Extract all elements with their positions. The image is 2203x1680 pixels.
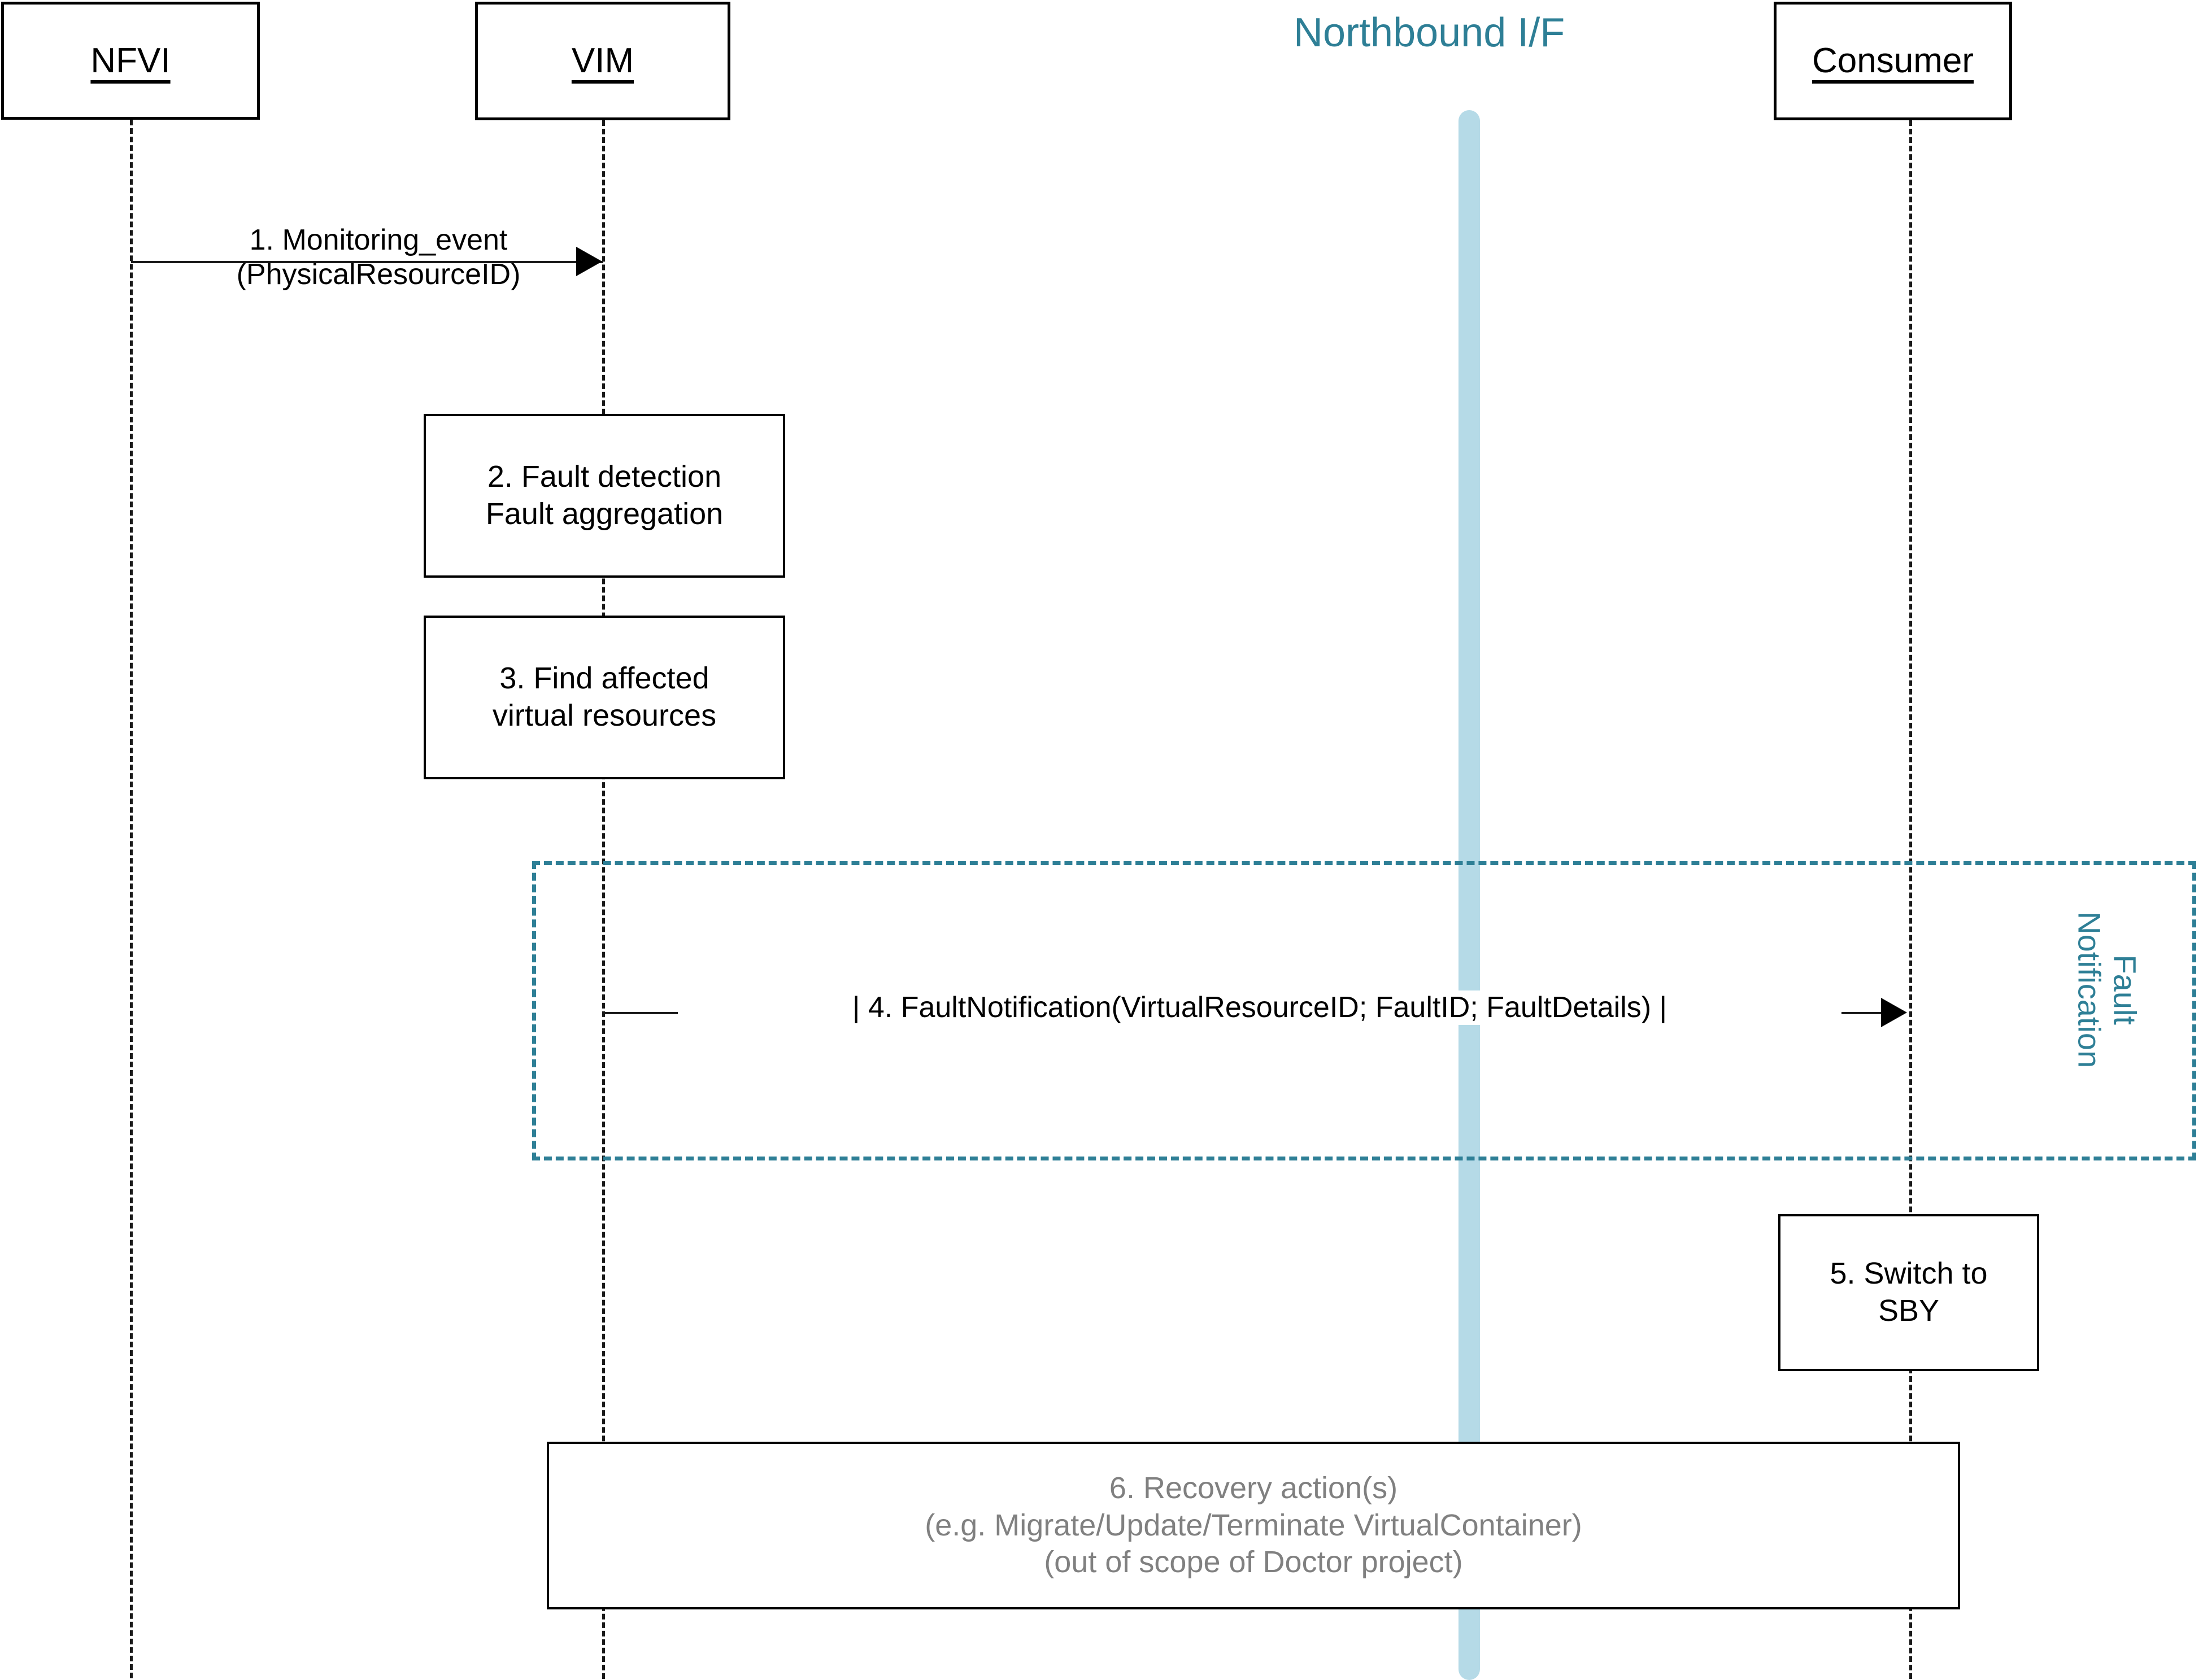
message-4-label-line1: | 4. FaultNotification(VirtualResourceID…	[852, 991, 1668, 1024]
action-box-2[interactable]: 2. Fault detection Fault aggregation	[424, 414, 785, 578]
fragment-label-line1: Fault	[2107, 954, 2143, 1025]
action-box-6-line3: (out of scope of Doctor project)	[1044, 1545, 1463, 1579]
action-box-5[interactable]: 5. Switch to SBY	[1778, 1214, 2039, 1371]
action-box-6-line2: (e.g. Migrate/Update/Terminate VirtualCo…	[925, 1508, 1582, 1542]
actor-label-consumer: Consumer	[1812, 41, 1974, 80]
action-box-2-line2: Fault aggregation	[485, 497, 724, 531]
fragment-label-line2: Notification	[2072, 911, 2108, 1068]
action-box-3-line1: 3. Find affected	[499, 661, 709, 696]
message-4-label: | 4. FaultNotification(VirtualResourceID…	[678, 990, 1841, 1026]
action-box-6-line1: 6. Recovery action(s)	[1109, 1470, 1398, 1505]
actor-box-consumer[interactable]: Consumer	[1774, 2, 2012, 120]
northbound-interface-bar	[1458, 110, 1480, 1680]
message-1-label: 1. Monitoring_event (PhysicalResourceID)	[203, 223, 554, 293]
action-box-6[interactable]: 6. Recovery action(s) (e.g. Migrate/Upda…	[547, 1442, 1960, 1609]
action-box-5-line2: SBY	[1878, 1294, 1940, 1328]
lifeline-vim	[602, 120, 605, 1679]
lifeline-nfvi	[130, 120, 133, 1678]
actor-label-vim: VIM	[571, 41, 634, 80]
lifeline-consumer	[1909, 120, 1912, 1679]
fault-notification-fragment[interactable]	[532, 861, 2196, 1160]
actor-box-vim[interactable]: VIM	[475, 2, 730, 120]
actor-label-nfvi: NFVI	[90, 41, 171, 80]
action-box-3[interactable]: 3. Find affected virtual resources	[424, 616, 785, 779]
message-1-label-line1: 1. Monitoring_event	[249, 224, 508, 256]
fault-notification-fragment-label: Fault Notification	[2071, 894, 2143, 1086]
action-box-2-line1: 2. Fault detection	[487, 460, 722, 494]
message-1-line	[131, 261, 603, 263]
northbound-interface-title: Northbound I/F	[1294, 10, 1565, 55]
message-1-label-line2: (PhysicalResourceID)	[236, 258, 521, 291]
action-box-5-line1: 5. Switch to	[1830, 1256, 1988, 1291]
message-1-arrowhead	[576, 247, 602, 276]
message-4-arrowhead	[1881, 998, 1907, 1027]
actor-box-nfvi[interactable]: NFVI	[1, 2, 260, 120]
action-box-3-line2: virtual resources	[492, 699, 717, 732]
